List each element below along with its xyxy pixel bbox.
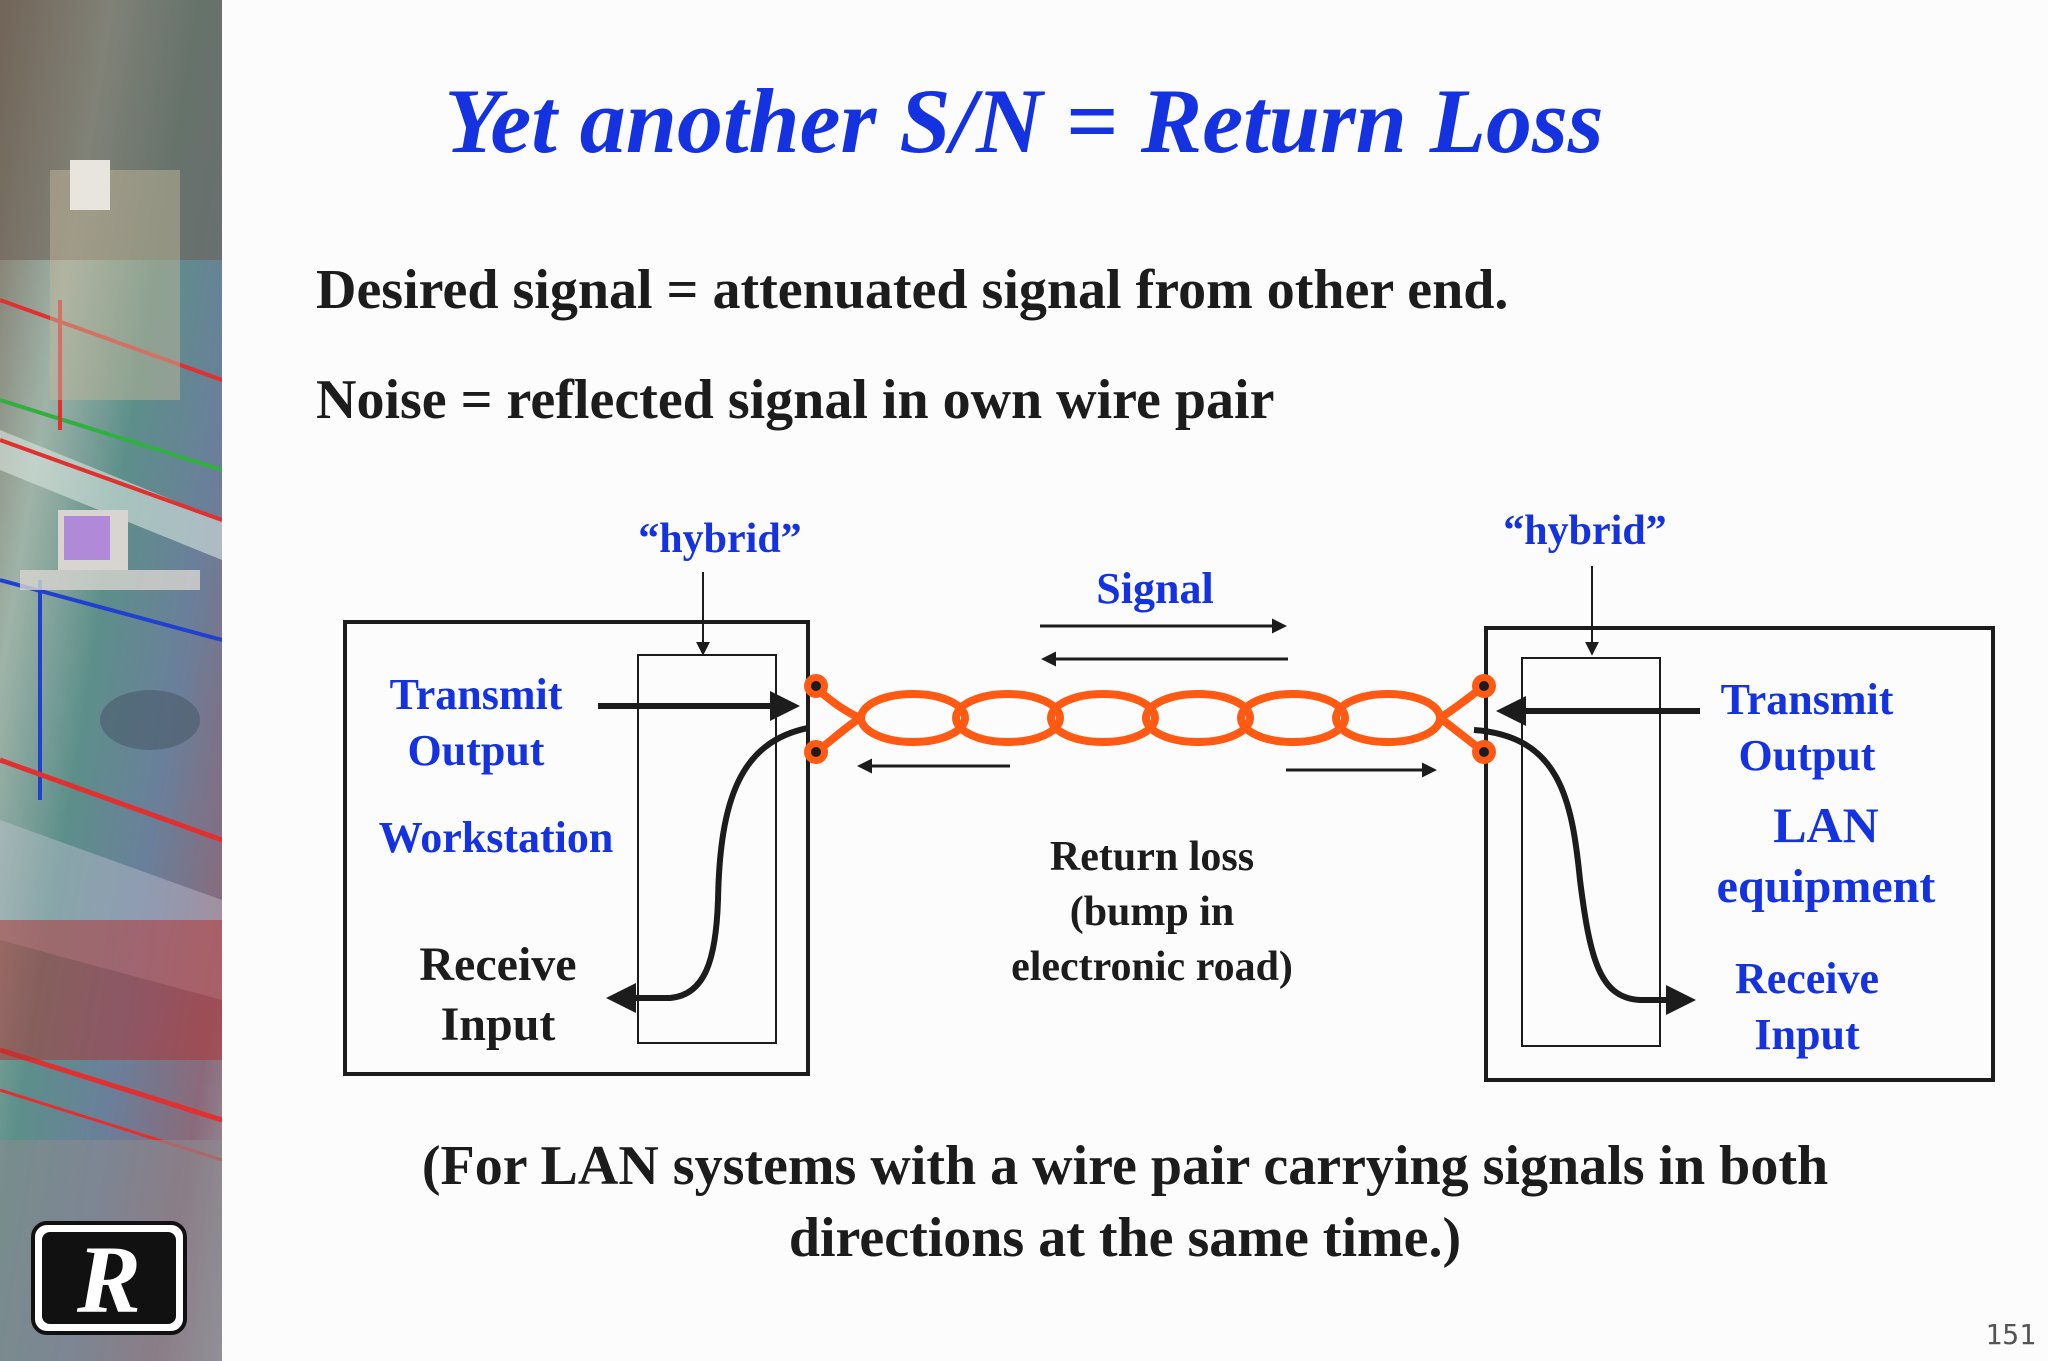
return-loss-label-line1: Return loss bbox=[1050, 834, 1254, 880]
bullet-desired-signal: Desired signal = attenuated signal from … bbox=[316, 259, 1509, 321]
right-hybrid-box bbox=[1521, 657, 1661, 1047]
left-hybrid-label: “hybrid” bbox=[638, 516, 801, 562]
left-transmit-label-line2: Output bbox=[408, 726, 545, 775]
slide-title: Yet another S/N = Return Loss bbox=[444, 70, 1604, 172]
footnote-line-2: directions at the same time.) bbox=[788, 1207, 1462, 1269]
lan-equipment-label-line1: LAN bbox=[1773, 797, 1879, 853]
decorative-sidebar-image bbox=[0, 0, 222, 1361]
workstation-box bbox=[343, 620, 810, 1076]
left-transmit-label-line1: Transmit bbox=[390, 670, 563, 719]
page-number: 151 bbox=[1985, 1318, 2036, 1351]
workstation-unit: “hybrid” Transmit Output Workstation Rec… bbox=[343, 516, 810, 1076]
bullet-noise: Noise = reflected signal in own wire pai… bbox=[316, 369, 1275, 431]
right-transmit-label-line1: Transmit bbox=[1721, 675, 1894, 724]
footnote-line-1: (For LAN systems with a wire pair carryi… bbox=[421, 1135, 1829, 1197]
twisted-pair-cable bbox=[813, 682, 1487, 756]
right-receive-label-line2: Input bbox=[1754, 1010, 1860, 1059]
logo-letter: R bbox=[76, 1226, 141, 1333]
right-receive-label-line1: Receive bbox=[1735, 954, 1879, 1003]
r-logo: R bbox=[30, 1220, 188, 1336]
signal-label: Signal bbox=[1096, 564, 1213, 613]
footnote: (For LAN systems with a wire pair carryi… bbox=[300, 1130, 1950, 1274]
left-receive-label-line2: Input bbox=[441, 998, 556, 1051]
lan-equipment-label-line2: equipment bbox=[1717, 860, 1936, 913]
workstation-label: Workstation bbox=[379, 813, 614, 862]
return-loss-label-line3: electronic road) bbox=[1011, 944, 1293, 990]
lan-equipment-box bbox=[1484, 626, 1995, 1082]
return-loss-label-line2: (bump in bbox=[1070, 889, 1235, 935]
right-transmit-label-line2: Output bbox=[1739, 731, 1876, 780]
left-receive-arrow bbox=[606, 725, 809, 1013]
lan-equipment-unit: “hybrid” Transmit Output LAN equipment R… bbox=[1473, 508, 1995, 1082]
right-receive-arrow bbox=[1473, 727, 1696, 1015]
right-hybrid-label: “hybrid” bbox=[1503, 508, 1666, 554]
cable-terminals bbox=[804, 674, 1496, 764]
left-hybrid-box bbox=[637, 654, 777, 1044]
left-receive-label-line1: Receive bbox=[419, 938, 576, 991]
